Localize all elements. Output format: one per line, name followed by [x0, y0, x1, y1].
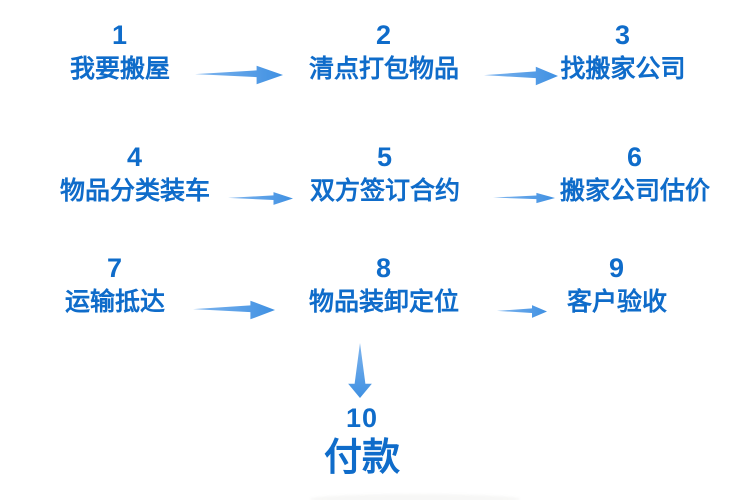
arrow-right-icon [493, 192, 555, 204]
arrow-right-icon [193, 300, 275, 320]
arrow-right-icon [195, 65, 283, 85]
step-number: 1 [111, 20, 129, 50]
step-label: 客户验收 [566, 288, 667, 316]
step-label: 物品分类装车 [59, 177, 210, 205]
step-number: 5 [376, 142, 394, 172]
step-label: 物品装卸定位 [308, 288, 459, 316]
step-4: 4 物品分类装车 [25, 141, 245, 208]
step-number: 2 [375, 20, 393, 50]
step-number: 9 [608, 253, 626, 283]
step-7: 7 运输抵达 [5, 252, 225, 319]
step-8: 8 物品装卸定位 [274, 252, 494, 319]
step-number: 8 [375, 253, 393, 283]
step-label: 我要搬屋 [69, 55, 170, 83]
step-6: 6 搬家公司估价 [525, 141, 745, 208]
arrow-down-icon [348, 343, 372, 398]
step-label: 清点打包物品 [308, 55, 459, 83]
step-number: 6 [626, 142, 644, 172]
cropped-bottom-artifact [310, 494, 520, 500]
step-label: 搬家公司估价 [559, 177, 710, 205]
step-5: 5 双方签订合约 [275, 141, 495, 208]
step-3: 3 找搬家公司 [513, 19, 733, 86]
arrow-right-icon [497, 305, 547, 318]
step-label: 找搬家公司 [560, 55, 686, 83]
step-10: 10 付款 [252, 402, 472, 481]
step-2: 2 清点打包物品 [274, 19, 494, 86]
step-number: 4 [126, 142, 144, 172]
step-number: 7 [106, 253, 124, 283]
arrow-right-icon [484, 66, 558, 86]
step-number: 3 [614, 20, 632, 50]
step-number: 10 [345, 403, 379, 433]
step-1: 1 我要搬屋 [10, 19, 230, 86]
step-label: 运输抵达 [64, 288, 165, 316]
arrow-right-icon [228, 192, 293, 205]
step-label: 双方签订合约 [309, 177, 460, 205]
step-9: 9 客户验收 [507, 252, 727, 319]
step-label: 付款 [323, 437, 400, 479]
